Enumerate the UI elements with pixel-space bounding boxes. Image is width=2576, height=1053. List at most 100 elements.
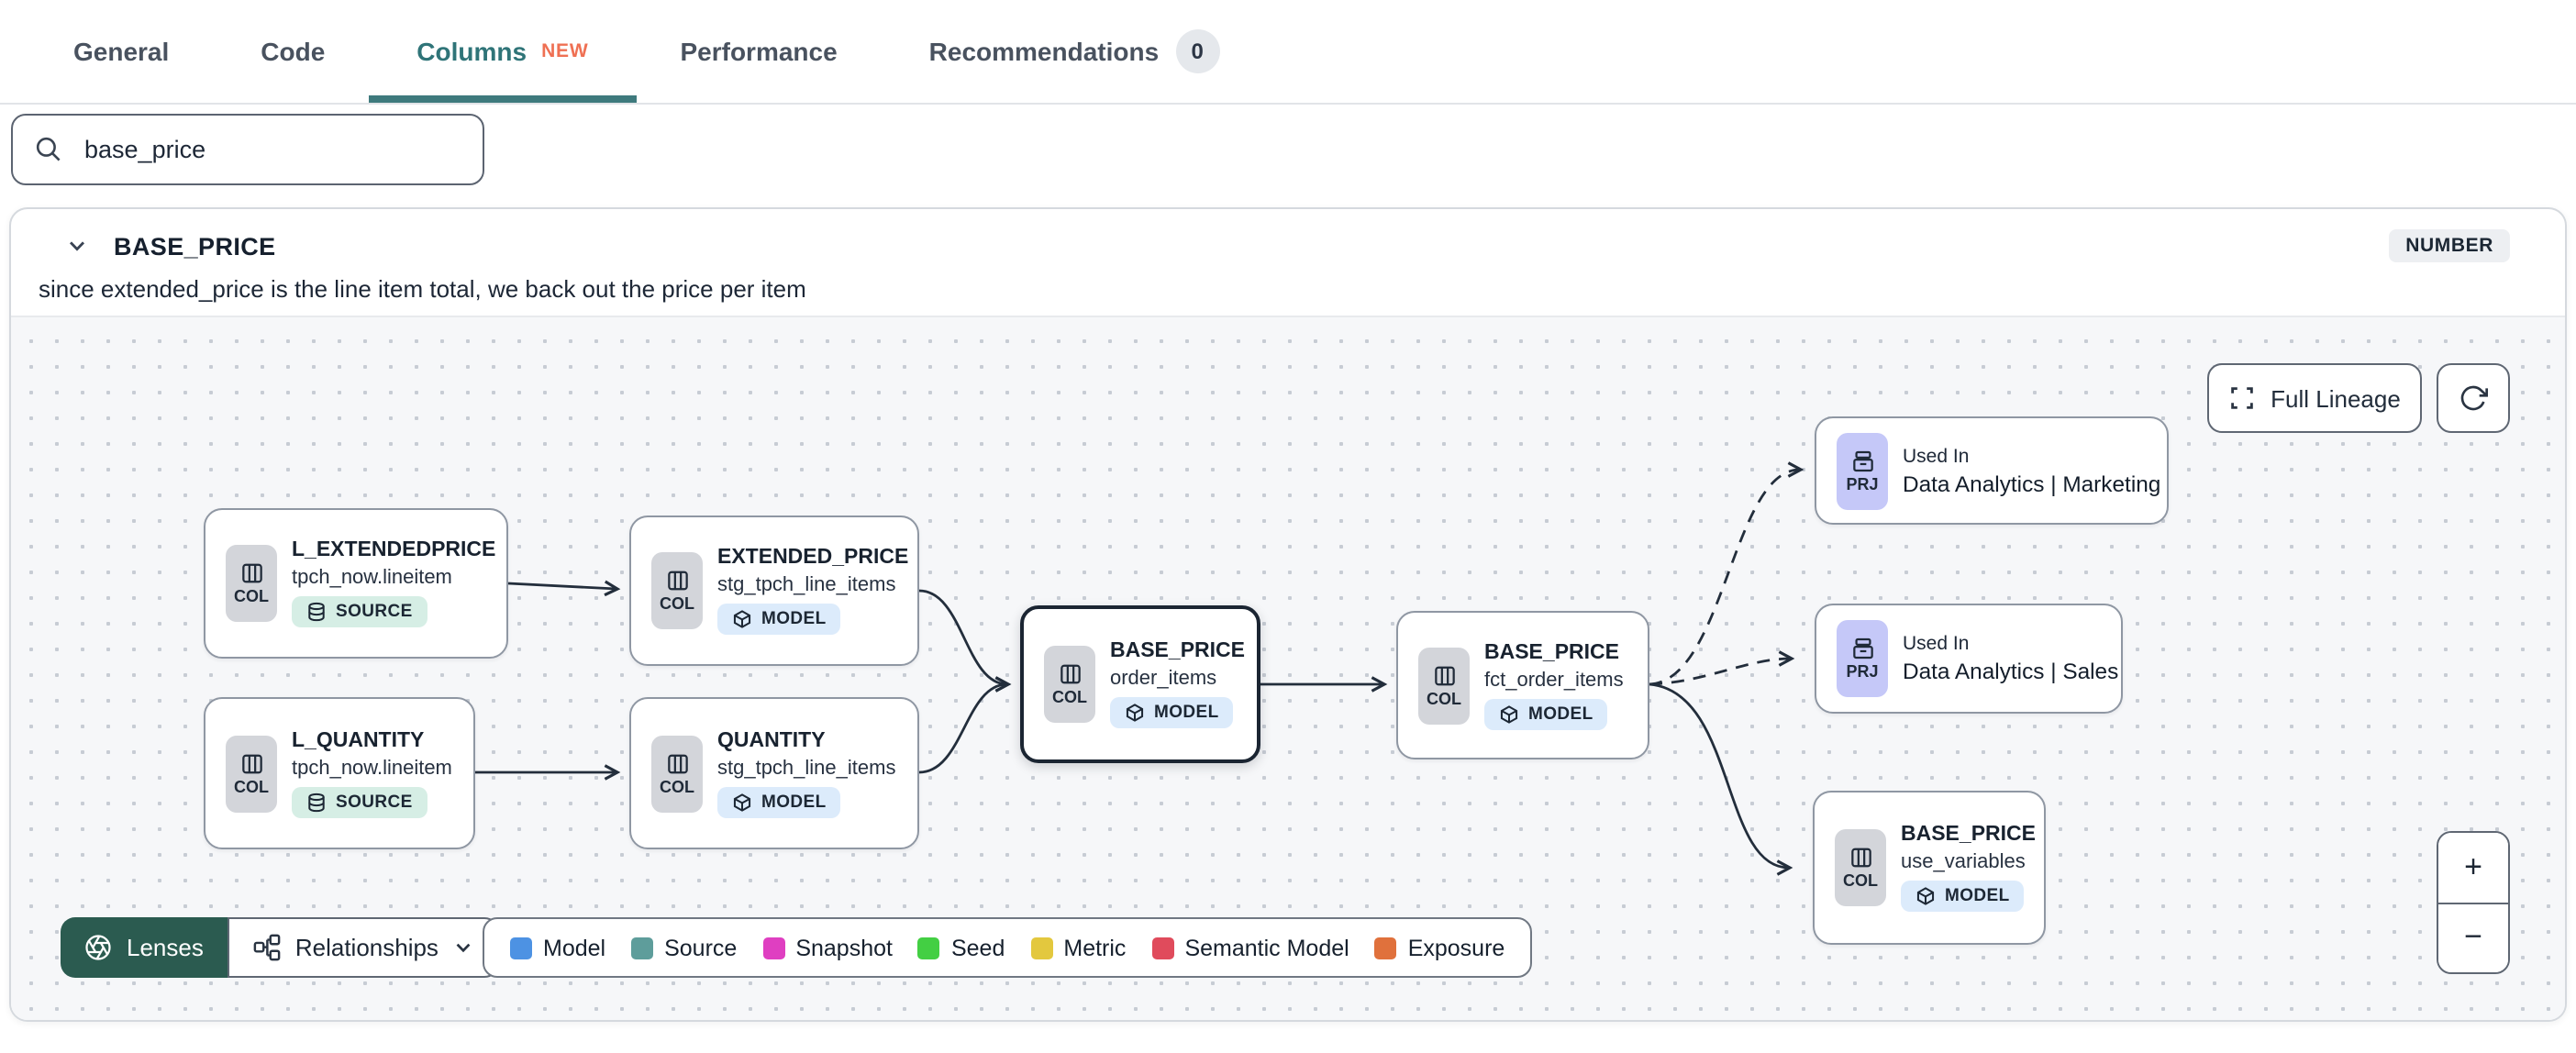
project-name: Data Analytics | Marketing xyxy=(1903,471,2161,496)
tab-recommendations[interactable]: Recommendations 0 xyxy=(904,0,1246,103)
chevron-down-icon xyxy=(456,943,471,953)
database-icon xyxy=(308,602,325,622)
resource-chip-source: SOURCE xyxy=(292,596,427,627)
node-title: QUANTITY xyxy=(717,729,826,751)
legend-item-seed: Seed xyxy=(917,935,1005,960)
relationships-label: Relationships xyxy=(294,934,439,961)
columns-icon xyxy=(1850,848,1871,868)
lenses-toolbar: Lenses Relationships xyxy=(61,917,499,978)
legend-swatch xyxy=(510,937,532,959)
tab-label: Recommendations xyxy=(928,37,1160,66)
lineage-node-base-price-order-items[interactable]: COL BASE_PRICE order_items MODEL xyxy=(1020,605,1260,763)
legend-item-semantic-model: Semantic Model xyxy=(1151,935,1349,960)
lineage-node-used-in-marketing[interactable]: PRJ Used In Data Analytics | Marketing xyxy=(1815,416,2169,525)
legend-swatch xyxy=(1374,937,1397,959)
tab-performance[interactable]: Performance xyxy=(654,0,862,103)
legend-item-model: Model xyxy=(510,935,605,960)
legend-item-snapshot: Snapshot xyxy=(762,935,893,960)
legend-label: Exposure xyxy=(1407,935,1505,960)
lineage-node-l-quantity[interactable]: COL L_QUANTITY tpch_now.lineitem SOURCE xyxy=(204,697,475,849)
kind-label: COL xyxy=(1843,871,1878,890)
node-title: L_EXTENDEDPRICE xyxy=(292,539,496,561)
resource-label: MODEL xyxy=(1154,703,1219,723)
kind-label: COL xyxy=(660,594,694,613)
expand-icon xyxy=(2230,387,2252,409)
cube-icon xyxy=(1500,704,1518,723)
columns-icon xyxy=(1434,665,1454,685)
node-subtitle: tpch_now.lineitem xyxy=(292,567,452,589)
node-subtitle: stg_tpch_line_items xyxy=(717,757,896,779)
lineage-node-base-price-use-variables[interactable]: COL BASE_PRICE use_variables MODEL xyxy=(1813,791,2046,945)
legend-swatch xyxy=(917,937,940,959)
tab-columns[interactable]: Columns NEW xyxy=(369,0,636,103)
refresh-button[interactable] xyxy=(2437,363,2510,433)
resource-label: MODEL xyxy=(1528,704,1593,724)
legend-label: Metric xyxy=(1063,935,1127,960)
resource-label: MODEL xyxy=(1945,886,2010,906)
column-card-header[interactable]: BASE_PRICE NUMBER xyxy=(11,209,2565,262)
node-subtitle: fct_order_items xyxy=(1484,669,1624,691)
zoom-out-button[interactable]: − xyxy=(2438,902,2508,972)
resource-chip-model: MODEL xyxy=(717,786,841,817)
tab-code[interactable]: Code xyxy=(235,0,350,103)
lineage-node-used-in-sales[interactable]: PRJ Used In Data Analytics | Sales xyxy=(1815,604,2123,714)
relationships-dropdown[interactable]: Relationships xyxy=(227,917,499,978)
legend-label: Model xyxy=(543,935,606,960)
search-input[interactable] xyxy=(81,134,461,165)
lineage-graph[interactable]: COL L_EXTENDEDPRICE tpch_now.lineitem SO… xyxy=(11,316,2565,1020)
lineage-node-quantity[interactable]: COL QUANTITY stg_tpch_line_items MODEL xyxy=(629,697,919,849)
kind-label: PRJ xyxy=(1846,474,1879,493)
zoom-in-button[interactable]: + xyxy=(2438,833,2508,902)
project-kind-badge: PRJ xyxy=(1837,432,1888,509)
project-icon xyxy=(1852,637,1872,660)
column-kind-badge: COL xyxy=(651,735,703,812)
lenses-label: Lenses xyxy=(127,934,204,961)
resource-legend: Model Source Snapshot Seed Metric Semant… xyxy=(483,917,1533,978)
cube-icon xyxy=(1126,704,1144,722)
cube-icon xyxy=(733,610,751,628)
resource-label: SOURCE xyxy=(336,602,413,622)
legend-swatch xyxy=(1030,937,1053,959)
relationships-icon xyxy=(253,934,281,961)
used-in-label: Used In xyxy=(1903,633,1970,655)
kind-label: COL xyxy=(1427,689,1461,707)
lineage-node-base-price-fct-order-items[interactable]: COL BASE_PRICE fct_order_items MODEL xyxy=(1396,611,1649,759)
kind-label: COL xyxy=(1052,688,1087,706)
cube-icon xyxy=(1916,887,1935,905)
node-title: BASE_PRICE xyxy=(1901,824,2036,846)
lineage-node-l-extendedprice[interactable]: COL L_EXTENDEDPRICE tpch_now.lineitem SO… xyxy=(204,508,508,659)
column-type-badge: NUMBER xyxy=(2389,229,2510,262)
project-icon xyxy=(1852,449,1872,471)
lenses-button[interactable]: Lenses xyxy=(61,917,228,978)
tab-label: Code xyxy=(261,37,326,66)
project-name: Data Analytics | Sales xyxy=(1903,659,2119,684)
tab-bar: General Code Columns NEW Performance Rec… xyxy=(0,0,2576,105)
node-title: L_QUANTITY xyxy=(292,729,425,751)
column-kind-badge: COL xyxy=(1418,647,1470,724)
cube-icon xyxy=(733,793,751,811)
aperture-icon xyxy=(85,935,111,960)
column-kind-badge: COL xyxy=(1044,646,1095,723)
legend-label: Snapshot xyxy=(795,935,893,960)
tab-general[interactable]: General xyxy=(48,0,194,103)
columns-icon xyxy=(1060,664,1080,684)
legend-item-source: Source xyxy=(631,935,737,960)
tab-label: Performance xyxy=(680,37,838,66)
chevron-down-icon[interactable] xyxy=(66,235,88,257)
full-lineage-button[interactable]: Full Lineage xyxy=(2207,363,2422,433)
new-badge: NEW xyxy=(541,40,589,62)
node-title: BASE_PRICE xyxy=(1110,640,1245,662)
search-box[interactable] xyxy=(11,114,484,185)
legend-swatch xyxy=(1151,937,1174,959)
recommendations-count-badge: 0 xyxy=(1175,29,1220,73)
full-lineage-label: Full Lineage xyxy=(2271,384,2401,412)
legend-swatch xyxy=(631,937,654,959)
columns-icon xyxy=(667,753,687,773)
legend-label: Seed xyxy=(950,935,1005,960)
search-row xyxy=(0,105,2576,185)
legend-label: Semantic Model xyxy=(1184,935,1349,960)
lineage-node-extended-price[interactable]: COL EXTENDED_PRICE stg_tpch_line_items M… xyxy=(629,515,919,666)
resource-chip-model: MODEL xyxy=(717,604,841,635)
legend-item-exposure: Exposure xyxy=(1374,935,1505,960)
node-subtitle: use_variables xyxy=(1901,851,2026,873)
